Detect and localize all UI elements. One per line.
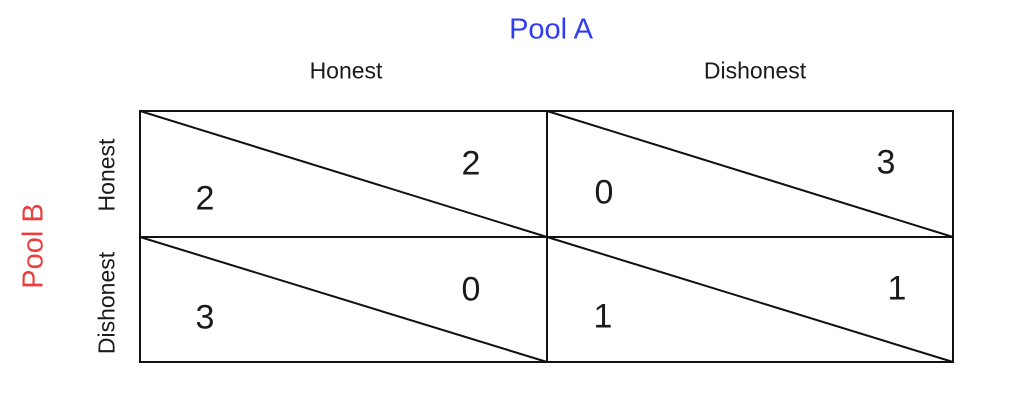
pool-a-title: Pool A [509,13,593,46]
column-label-dishonest: Dishonest [703,57,807,84]
cell-diagonal-honest-dishonest [546,110,954,238]
cell-diagonal-dishonest-dishonest [546,236,954,363]
column-label-honest: Honest [309,57,383,84]
cell-diagonal-honest-honest [139,110,548,238]
payoff-pool-b-dishonest-honest: 3 [195,298,215,337]
payoff-pool-a-honest-honest: 2 [461,144,481,183]
payoff-pool-b-honest-dishonest: 0 [594,173,614,212]
payoff-pool-a-dishonest-honest: 0 [461,270,481,309]
payoff-pool-b-honest-honest: 2 [195,179,215,218]
payoff-pool-a-dishonest-dishonest: 1 [887,269,907,308]
payoff-pool-a-honest-dishonest: 3 [876,143,896,182]
cell-diagonal-dishonest-honest [139,236,548,363]
payoff-pool-b-dishonest-dishonest: 1 [593,297,613,336]
